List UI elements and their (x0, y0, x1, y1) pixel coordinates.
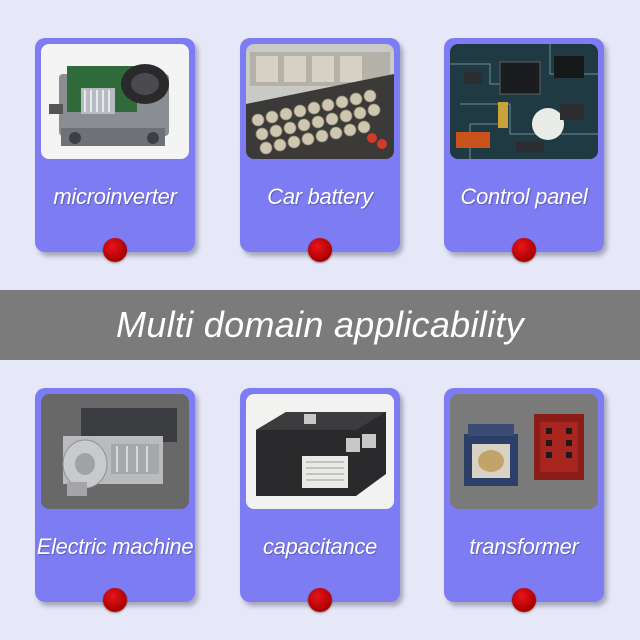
banner-title: Multi domain applicability (116, 304, 524, 345)
bullet-dot-icon (512, 588, 536, 612)
bullet-dot-icon (512, 238, 536, 262)
control-panel-photo (450, 44, 598, 159)
bullet-dot-icon (103, 588, 127, 612)
card-microinverter[interactable]: microinverter (35, 38, 195, 262)
transformer-photo (450, 394, 598, 509)
electric-machine-photo (41, 394, 189, 509)
card-label: transformer (469, 534, 579, 559)
card-control-panel[interactable]: Control panel (444, 38, 604, 262)
card-label: capacitance (262, 534, 378, 559)
card-label: microinverter (53, 184, 177, 209)
section-banner: Multi domain applicability (0, 290, 640, 360)
card-label: Control panel (460, 184, 588, 209)
card-transformer[interactable]: transformer (444, 388, 604, 612)
card-label: Car battery (267, 184, 373, 209)
microinverter-photo (41, 44, 189, 159)
card-label: Electric machine (36, 534, 194, 559)
card-electric-machine[interactable]: Electric machine (35, 388, 195, 612)
card-capacitance[interactable]: capacitance (240, 388, 400, 612)
bullet-dot-icon (103, 238, 127, 262)
car-battery-photo (246, 44, 394, 159)
bullet-dot-icon (308, 588, 332, 612)
card-car-battery[interactable]: Car battery (240, 38, 400, 262)
bullet-dot-icon (308, 238, 332, 262)
capacitor-photo (246, 394, 394, 509)
